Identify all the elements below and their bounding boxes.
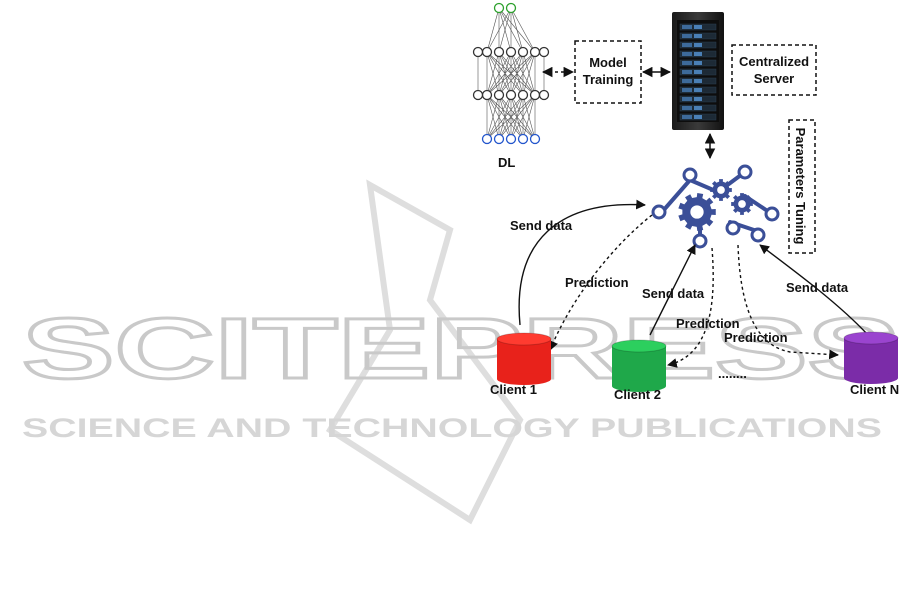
client2-send-label: Send data	[642, 286, 705, 301]
client-1-label: Client 1	[490, 382, 537, 397]
clientn-send-label: Send data	[786, 280, 849, 295]
server-rack-icon	[672, 12, 724, 130]
watermark-big-text: SCITEPRESS	[22, 301, 900, 397]
client2-prediction-label: Prediction	[676, 316, 740, 331]
dl-label: DL	[498, 155, 515, 170]
centralized-server-label-2: Server	[754, 71, 794, 86]
centralized-server-label-1: Centralized	[739, 54, 809, 69]
gears-network-hub-icon	[653, 166, 778, 247]
client1-prediction-label: Prediction	[565, 275, 629, 290]
model-training-label-1: Model	[589, 55, 627, 70]
client-3-label: Client N	[850, 382, 899, 397]
ellipsis: ........	[718, 366, 747, 381]
client-2-label: Client 2	[614, 387, 661, 402]
watermark-small-text: SCIENCE AND TECHNOLOGY PUBLICATIONS	[22, 413, 882, 443]
neural-network-icon	[474, 4, 549, 144]
centralized-server-box	[732, 45, 816, 95]
parameters-tuning-label: Parameters Tuning	[793, 128, 808, 245]
watermark: SCITEPRESS SCIENCE AND TECHNOLOGY PUBLIC…	[22, 185, 900, 520]
model-training-label-2: Training	[583, 72, 634, 87]
client-1-cylinder-icon	[497, 333, 551, 385]
clientn-prediction-label: Prediction	[724, 330, 788, 345]
client-2-cylinder-icon	[612, 340, 666, 392]
client1-send-label: Send data	[510, 218, 573, 233]
client-3-cylinder-icon	[844, 332, 898, 384]
